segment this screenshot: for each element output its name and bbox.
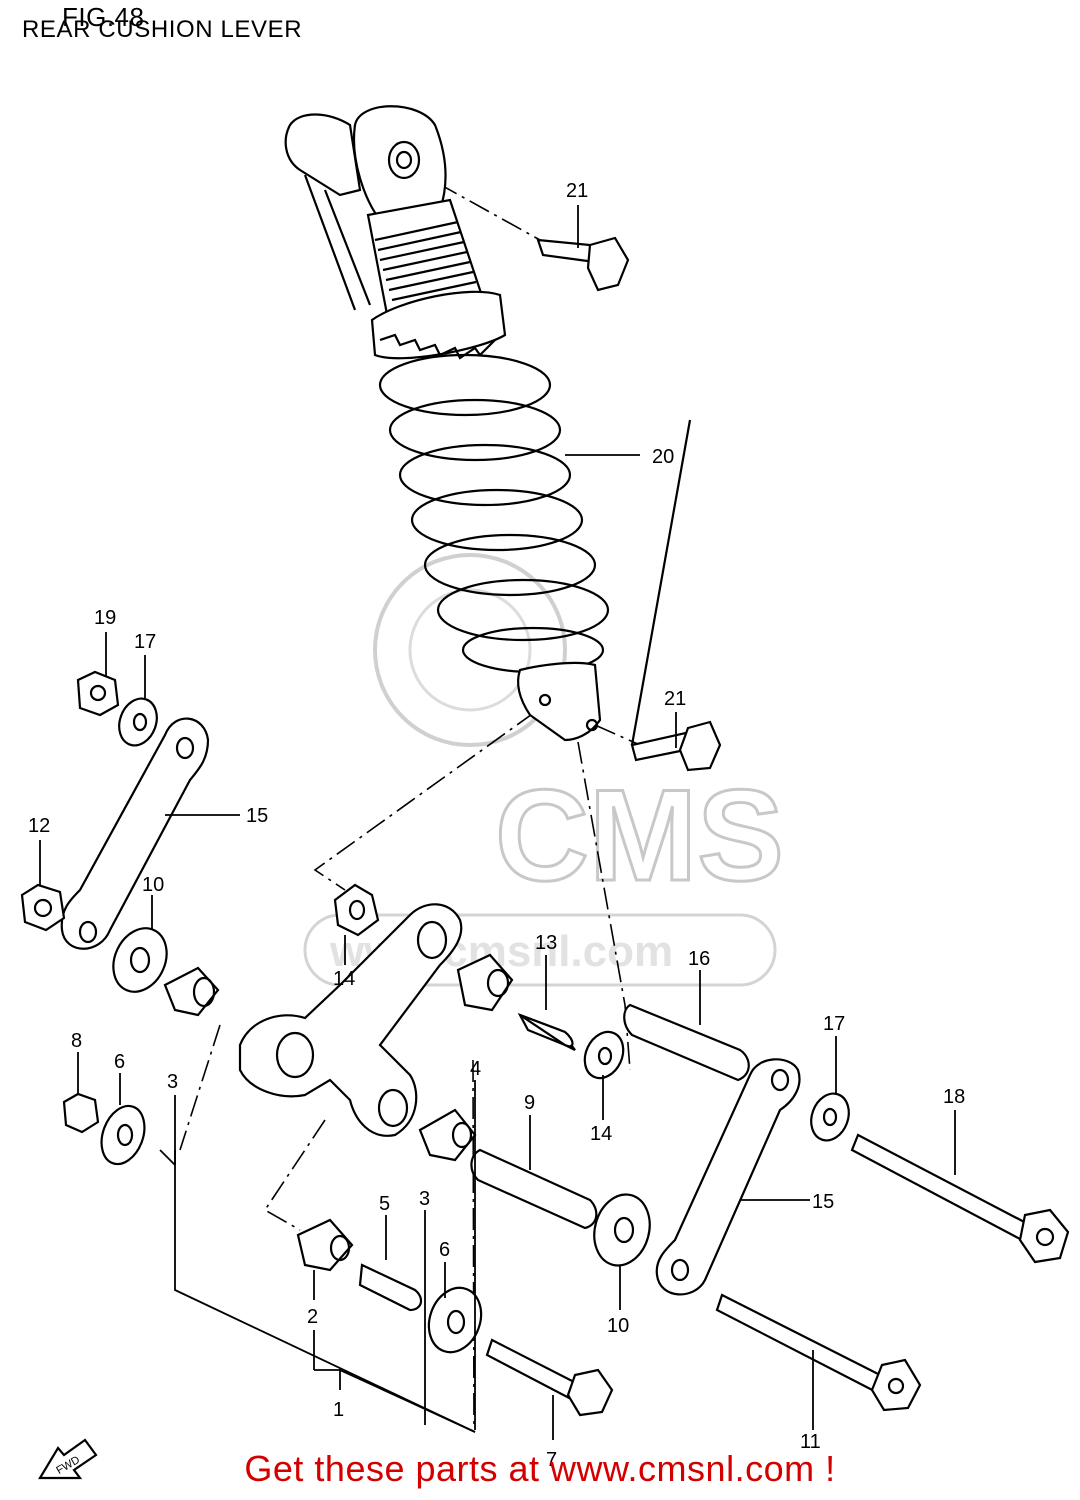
bolt-11 [715, 1293, 922, 1412]
callout-8: 8 [71, 1030, 82, 1052]
nut-8 [62, 1092, 100, 1134]
cushion-lever [238, 903, 463, 1137]
nut-19 [76, 670, 120, 717]
get-parts-link[interactable]: Get these parts at www.cmsnl.com ! [244, 1448, 836, 1489]
fwd-arrow-icon: FWD [38, 1438, 98, 1480]
spacer-14-upper [333, 883, 380, 937]
link-15-right [655, 1058, 801, 1296]
collar-2 [296, 1218, 354, 1272]
callout-2: 2 [307, 1306, 318, 1328]
callout-numbers: 21 20 19 17 21 15 12 10 14 13 16 17 8 6 … [28, 180, 965, 1471]
callout-21: 21 [664, 688, 686, 710]
watermark-brand: CMS [495, 762, 784, 908]
callout-10: 10 [607, 1315, 629, 1337]
collar-4 [456, 953, 514, 1012]
washer-10-right [593, 1193, 651, 1267]
spacer-13 [517, 1012, 576, 1051]
collar-3-upper [163, 966, 220, 1017]
callout-1: 1 [333, 1399, 344, 1421]
figure-number: FIG.48 [62, 2, 145, 32]
washer-6-left [100, 1104, 146, 1166]
callout-12: 12 [28, 815, 50, 837]
bolt-21-lower [630, 419, 722, 772]
callout-17: 17 [134, 631, 156, 653]
washer-6-right [427, 1286, 483, 1354]
callout-4: 4 [470, 1058, 481, 1080]
bolt-7 [485, 1338, 614, 1417]
callout-18: 18 [943, 1086, 965, 1108]
rear-shock-absorber [284, 105, 610, 742]
callout-11: 11 [800, 1431, 821, 1453]
callout-20: 20 [652, 446, 674, 468]
callout-3: 3 [167, 1071, 178, 1093]
spacer-5 [358, 1263, 423, 1312]
callout-6: 6 [439, 1239, 450, 1261]
callout-15: 15 [812, 1191, 834, 1213]
callout-9: 9 [524, 1092, 535, 1114]
spacer-9 [470, 1148, 598, 1230]
washer-17-right [810, 1092, 850, 1142]
nut-12 [20, 883, 66, 932]
washer-10-left [112, 927, 168, 993]
callout-17: 17 [823, 1013, 845, 1035]
callout-13: 13 [535, 932, 557, 954]
callout-3: 3 [419, 1188, 430, 1210]
callout-6: 6 [114, 1051, 125, 1073]
figure-title: REAR CUSHION LEVER [22, 16, 303, 43]
washer-17-left [118, 697, 158, 747]
callout-15: 15 [246, 805, 268, 827]
callout-14: 14 [590, 1123, 612, 1145]
spacer-16 [623, 1003, 750, 1082]
collar-3-lower [418, 1108, 477, 1162]
callout-5: 5 [379, 1193, 390, 1215]
callout-21: 21 [566, 180, 588, 202]
link-15-left [60, 717, 210, 950]
washer-14-lower [583, 1030, 625, 1080]
callout-16: 16 [688, 948, 710, 970]
callout-14: 14 [333, 968, 355, 990]
bolt-18 [850, 1133, 1070, 1264]
callout-10: 10 [142, 874, 164, 896]
leader-lines [39, 205, 956, 1440]
bolt-21-upper [536, 236, 630, 292]
callout-19: 19 [94, 607, 116, 629]
assembly-dash-lines [179, 164, 641, 1431]
callout-7: 7 [546, 1449, 557, 1471]
